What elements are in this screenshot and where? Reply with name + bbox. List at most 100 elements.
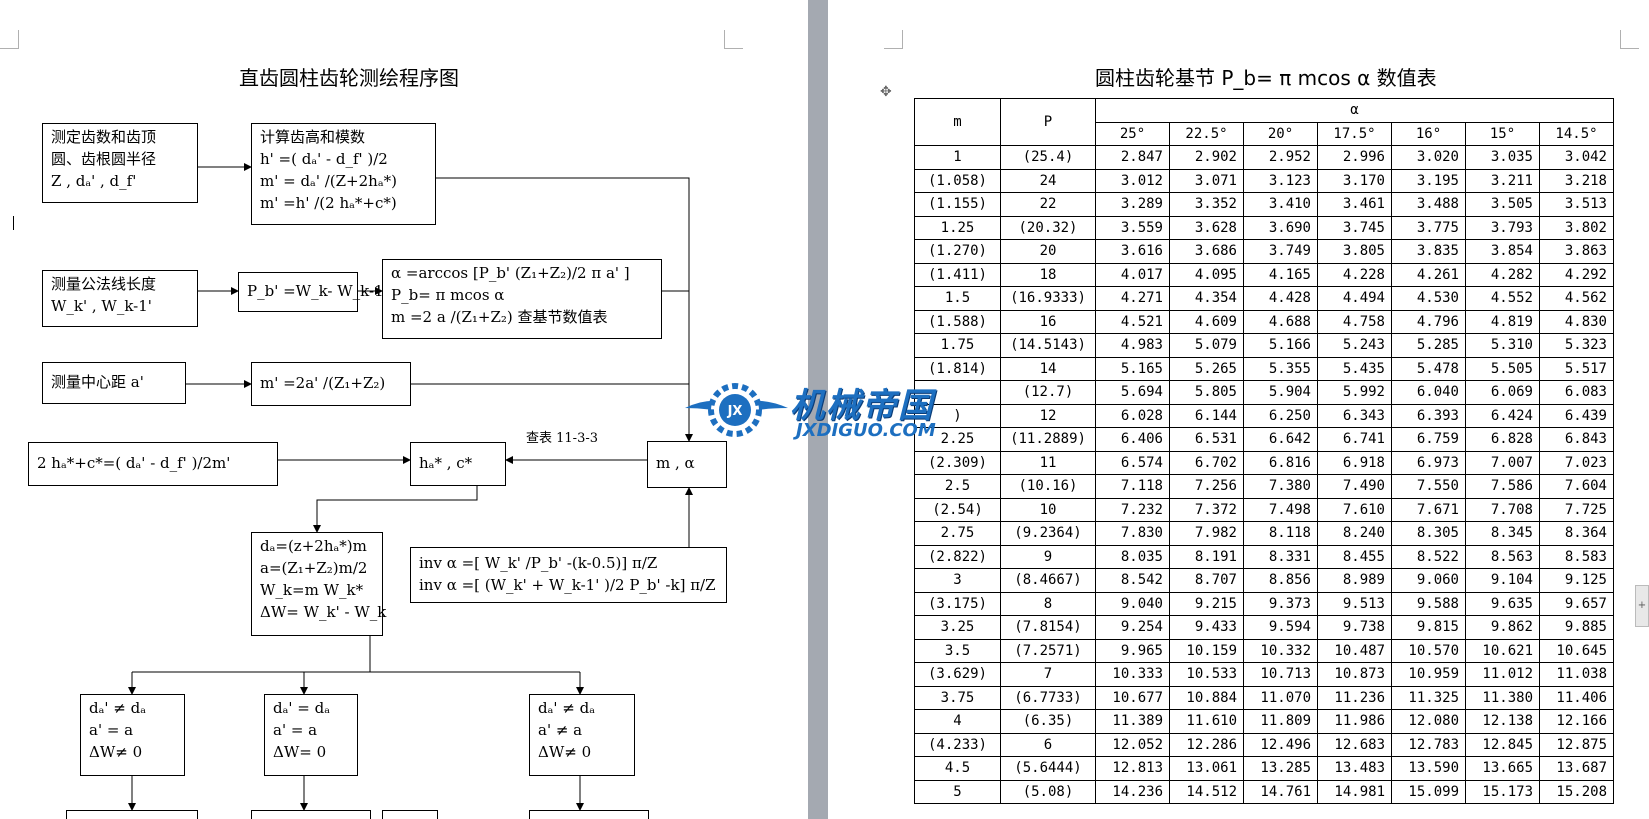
cell-m: )	[914, 403, 1001, 428]
cell-pb-value: 10.487	[1317, 638, 1392, 663]
cell-pb-value: 4.282	[1465, 262, 1540, 287]
cell-m: 3.75	[914, 685, 1001, 710]
table-move-handle-icon[interactable]: ✥	[880, 84, 892, 100]
cell-pb-value: 4.688	[1243, 309, 1318, 334]
box-line: m =2 a /(Z₁+Z₂) 查基节数值表	[391, 308, 608, 326]
cell-pb-value: 6.069	[1465, 380, 1540, 405]
gear-logo-icon: JX	[685, 383, 788, 437]
cell-pb-value: 8.707	[1169, 568, 1244, 593]
watermark-sub-text: JXDIGUO.COM	[796, 420, 936, 441]
box-line: dₐ=(z+2hₐ*)m	[260, 537, 367, 555]
cell-pb-value: 6.424	[1465, 403, 1540, 428]
box-line: a' = a	[273, 721, 318, 739]
cell-pb-value: 7.023	[1539, 450, 1614, 475]
cell-pb-value: 6.816	[1243, 450, 1318, 475]
cell-pb-value: 10.677	[1095, 685, 1170, 710]
cell-m: (1.411)	[914, 262, 1001, 287]
cell-pb-value: 9.815	[1391, 615, 1466, 640]
cell-p: (16.9333)	[1000, 286, 1096, 311]
page-gutter	[808, 0, 828, 819]
cell-pb-value: 3.035	[1465, 145, 1540, 170]
cell-pb-value: 10.533	[1169, 662, 1244, 687]
cell-pb-value: 8.542	[1095, 568, 1170, 593]
cell-pb-value: 9.885	[1539, 615, 1614, 640]
box-line: ΔW≠ 0	[538, 743, 592, 761]
cell-pb-value: 9.594	[1243, 615, 1318, 640]
cell-pb-value: 3.218	[1539, 168, 1614, 193]
cell-pb-value: 6.439	[1539, 403, 1614, 428]
ha-c-box: hₐ* , c*	[410, 442, 506, 486]
cell-p: 9	[1000, 544, 1096, 569]
cell-pb-value: 15.099	[1391, 779, 1466, 804]
cell-p: 16	[1000, 309, 1096, 334]
box-line: Z , dₐ' , d_f'	[51, 172, 137, 190]
page-corner-mark	[724, 30, 743, 49]
cell-pb-value: 4.530	[1391, 286, 1466, 311]
cell-pb-value: 5.992	[1317, 380, 1392, 405]
cell-pb-value: 6.843	[1539, 427, 1614, 452]
cell-pb-value: 10.333	[1095, 662, 1170, 687]
cell-pb-value: 3.863	[1539, 239, 1614, 264]
case1-box: dₐ' ≠ dₐ a' = a ΔW≠ 0	[80, 694, 185, 776]
cell-m: (1.588)	[914, 309, 1001, 334]
cell-pb-value: 5.165	[1095, 356, 1170, 381]
cell-pb-value: 8.364	[1539, 521, 1614, 546]
result-box	[529, 810, 649, 819]
cell-pb-value: 14.981	[1317, 779, 1392, 804]
cell-pb-value: 6.702	[1169, 450, 1244, 475]
cell-m: (2.822)	[914, 544, 1001, 569]
cell-pb-value: 3.616	[1095, 239, 1170, 264]
cell-pb-value: 4.562	[1539, 286, 1614, 311]
cell-p: (12.7)	[1000, 380, 1096, 405]
cell-pb-value: 3.289	[1095, 192, 1170, 217]
angle-header: 20°	[1243, 121, 1318, 146]
cell-m: 3	[914, 568, 1001, 593]
cell-pb-value: 11.809	[1243, 709, 1318, 734]
cell-pb-value: 11.986	[1317, 709, 1392, 734]
page-corner-mark	[1620, 30, 1639, 49]
cell-pb-value: 14.761	[1243, 779, 1318, 804]
cell-pb-value: 7.490	[1317, 474, 1392, 499]
box-line: inv α =[ W_k' /P_b' -(k-0.5)] π/Z	[419, 554, 658, 572]
page-scroll-handle[interactable]: +	[1635, 585, 1649, 627]
cell-pb-value: 3.775	[1391, 215, 1466, 240]
cell-pb-value: 3.071	[1169, 168, 1244, 193]
cell-pb-value: 7.725	[1539, 497, 1614, 522]
cell-pb-value: 3.749	[1243, 239, 1318, 264]
cell-pb-value: 9.125	[1539, 568, 1614, 593]
box-line: P_b' =W_k- W_k-1	[247, 282, 384, 300]
cell-pb-value: 8.118	[1243, 521, 1318, 546]
box-line: 测定齿数和齿顶	[51, 128, 157, 146]
cell-pb-value: 6.393	[1391, 403, 1466, 428]
cell-pb-value: 3.461	[1317, 192, 1392, 217]
cell-pb-value: 12.138	[1465, 709, 1540, 734]
cell-pb-value: 9.104	[1465, 568, 1540, 593]
cell-m: 1	[914, 145, 1001, 170]
cell-pb-value: 5.355	[1243, 356, 1318, 381]
cell-pb-value: 6.028	[1095, 403, 1170, 428]
lookup-label: 查表 11-3-3	[526, 431, 599, 446]
result-box	[66, 810, 198, 819]
cell-pb-value: 9.254	[1095, 615, 1170, 640]
cell-p: (14.5143)	[1000, 333, 1096, 358]
cell-pb-value: 9.373	[1243, 591, 1318, 616]
cell-m: 1.5	[914, 286, 1001, 311]
cell-pb-value: 11.038	[1539, 662, 1614, 687]
cell-pb-value: 5.310	[1465, 333, 1540, 358]
cell-pb-value: 5.285	[1391, 333, 1466, 358]
cell-pb-value: 8.856	[1243, 568, 1318, 593]
cell-m: (1.058)	[914, 168, 1001, 193]
box-line: ΔW= 0	[273, 743, 327, 761]
cell-pb-value: 7.586	[1465, 474, 1540, 499]
